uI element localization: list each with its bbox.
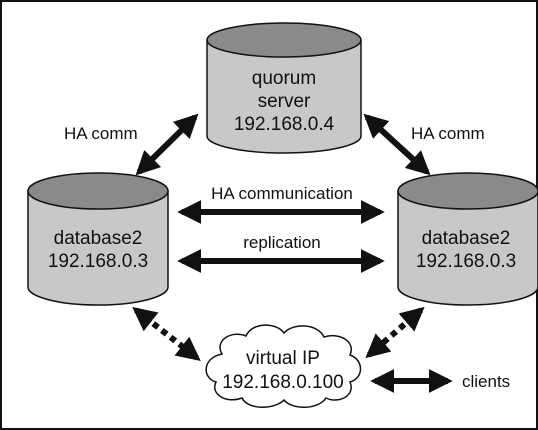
replication-label: replication (243, 233, 321, 252)
vip-label: virtual IP (246, 348, 320, 369)
db-left-cylinder-body (27, 190, 169, 306)
db-left-ip: 192.168.0.3 (48, 251, 148, 272)
ha-comm-left-label: HA comm (64, 124, 138, 143)
vip-right-dashed-arrow (365, 306, 425, 359)
quorum-label-line2: server (258, 91, 311, 112)
db-left-name: database2 (54, 228, 143, 249)
ha-comm-left-arrow (135, 113, 199, 176)
db-right-name: database2 (422, 228, 511, 249)
vip-ip: 192.168.0.100 (222, 372, 344, 393)
database-right-node: database2 192.168.0.3 (397, 172, 538, 306)
vip-left-dashed-arrow (132, 307, 201, 361)
db-right-cylinder-body (397, 190, 538, 306)
ha-communication-label: HA communication (211, 184, 353, 203)
quorum-server-node: quorum server 192.168.0.4 (206, 22, 362, 154)
cloud-shape (205, 324, 362, 408)
clients-label: clients (462, 372, 510, 391)
quorum-cylinder-body (206, 39, 362, 154)
virtual-ip-cloud: virtual IP 192.168.0.100 (205, 324, 362, 408)
database-left-node: database2 192.168.0.3 (27, 172, 169, 306)
quorum-label-line1: quorum (252, 68, 316, 89)
db-left-cylinder-top (27, 172, 169, 210)
db-right-cylinder-top (397, 172, 538, 210)
db-right-ip: 192.168.0.3 (416, 251, 516, 272)
quorum-ip-label: 192.168.0.4 (234, 114, 335, 135)
quorum-cylinder-top (206, 22, 362, 58)
ha-comm-right-label: HA comm (411, 124, 485, 143)
ha-comm-right-arrow (363, 113, 431, 176)
